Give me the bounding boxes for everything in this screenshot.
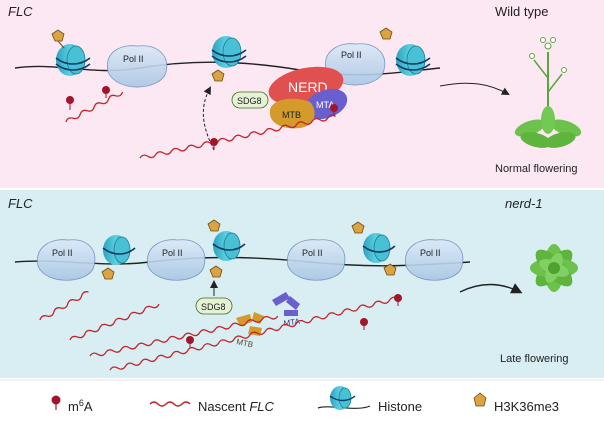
top-mtb-shape	[269, 98, 315, 129]
top-histone-2	[211, 36, 247, 68]
bottom-pol2-3: Pol II	[287, 239, 346, 281]
bottom-outcome-arrow	[459, 283, 523, 294]
top-mta-shape	[304, 88, 348, 120]
bottom-outcome-label: Late flowering	[500, 353, 569, 365]
bottom-rna-1	[39, 291, 89, 321]
top-outcome-label: Normal flowering	[495, 163, 578, 175]
bottom-sdg8: SDG8	[195, 297, 233, 315]
m6a-icon	[51, 395, 61, 405]
legend-h3k36-label: H3K36me3	[494, 399, 559, 414]
h3k36me3-icon	[473, 392, 487, 407]
bottom-pol2-1-label: Pol II	[52, 248, 73, 258]
bottom-h3k36-mark-2	[209, 265, 223, 278]
bottom-histone-1	[102, 235, 136, 265]
legend: m6A Nascent FLC Histone H3K36me3	[0, 379, 604, 414]
top-outcome-arrow	[439, 82, 510, 95]
bottom-panel: FLC nerd-1 Pol II Pol II SDG8	[0, 190, 604, 378]
bottom-pol2-3-label: Pol II	[302, 248, 323, 258]
bottom-histone-2	[212, 231, 246, 261]
top-mtb-label: MTB	[282, 110, 301, 120]
bottom-pol2-4: Pol II	[405, 239, 464, 281]
bottom-gene-label: FLC	[8, 196, 33, 211]
bottom-sdg8-label: SDG8	[201, 302, 226, 312]
top-h3k36-stem-1	[57, 40, 65, 49]
top-sdg8-label: SDG8	[237, 96, 262, 106]
top-condition-label: Wild type	[495, 4, 548, 19]
legend-h3k36: H3K36me3	[473, 392, 559, 414]
top-m6a-marks	[66, 86, 338, 150]
legend-nascent-label: Nascent FLC	[198, 399, 274, 414]
bottom-condition-label: nerd-1	[505, 196, 543, 211]
bottom-h3k36-mark-3	[207, 219, 221, 232]
top-pol2-1-label: Pol II	[123, 54, 144, 64]
top-rna-1	[65, 91, 124, 123]
top-sdg8: SDG8	[231, 91, 269, 109]
top-h3k36-mark-3	[379, 27, 393, 40]
top-panel: FLC Wild type Pol II SDG8	[0, 0, 604, 188]
top-histone-1	[55, 44, 91, 76]
bottom-pol2-1: Pol II	[37, 239, 96, 281]
rosette-plant-icon	[530, 244, 578, 292]
nascent-rna-icon	[149, 401, 191, 407]
top-histone-3	[395, 44, 431, 76]
legend-histone: Histone	[317, 386, 422, 414]
legend-m6a-label: m6A	[68, 398, 93, 414]
bottom-rna-3	[89, 315, 279, 357]
bottom-rna-2	[69, 303, 160, 341]
histone-icon	[329, 386, 356, 410]
top-mta-label: MTA	[316, 100, 334, 110]
top-h3k36-mark-1	[51, 29, 65, 42]
bottom-mta-label: MTA	[283, 317, 301, 328]
bottom-pol2-2: Pol II	[147, 239, 206, 281]
top-pol2-1: Pol II	[107, 45, 168, 88]
top-gene-label: FLC	[8, 4, 33, 19]
flowering-plant-icon	[514, 37, 582, 148]
legend-m6a: m6A	[51, 395, 93, 414]
bottom-panel-background	[0, 190, 604, 378]
legend-histone-label: Histone	[378, 399, 422, 414]
top-rna-2	[139, 114, 336, 159]
bottom-h3k36-mark-5	[383, 263, 397, 276]
top-h3k36-mark-2	[211, 69, 225, 82]
bottom-pol2-2-label: Pol II	[162, 248, 183, 258]
bottom-m6a-marks	[186, 294, 402, 348]
bottom-h3k36-mark-1	[101, 267, 115, 280]
bottom-pol2-4-label: Pol II	[420, 248, 441, 258]
top-nerd-complex: NERD MTA MTB	[268, 66, 348, 129]
bottom-h3k36-mark-4	[351, 221, 365, 234]
bottom-mtb-label: MTB	[236, 337, 254, 349]
bottom-histone-3	[362, 233, 396, 263]
top-pol2-2-label: Pol II	[341, 50, 362, 60]
top-nerd-label: NERD	[288, 79, 328, 95]
bottom-mta-fragments: MTA	[272, 292, 301, 328]
bottom-rna-4	[109, 296, 398, 371]
legend-nascent: Nascent FLC	[149, 399, 274, 414]
